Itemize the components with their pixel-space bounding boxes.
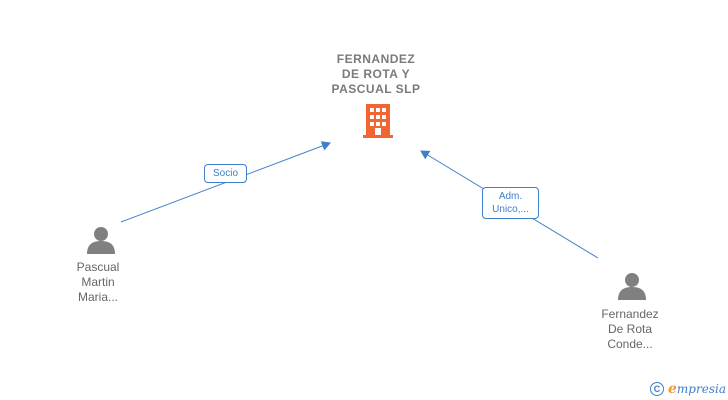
brand-text: empresia	[668, 381, 726, 397]
company-name[interactable]: FERNANDEZ DE ROTA Y PASCUAL SLP	[331, 52, 421, 96]
brand-rest: mpresia	[676, 382, 726, 396]
brand-logo: C empresia	[650, 380, 726, 398]
person-name-fernandez[interactable]: Fernandez De Rota Conde...	[601, 307, 659, 351]
brand-first-letter: e	[668, 381, 677, 397]
building-icon[interactable]	[363, 104, 393, 138]
person-icon[interactable]	[617, 272, 647, 300]
person-name-pascual[interactable]: Pascual Martin Maria...	[76, 260, 120, 304]
copyright-icon: C	[650, 382, 664, 396]
relation-label-adm-unico[interactable]: Adm. Unico,...	[482, 187, 539, 219]
person-icon[interactable]	[86, 226, 116, 254]
relation-label-socio[interactable]: Socio	[204, 164, 247, 183]
